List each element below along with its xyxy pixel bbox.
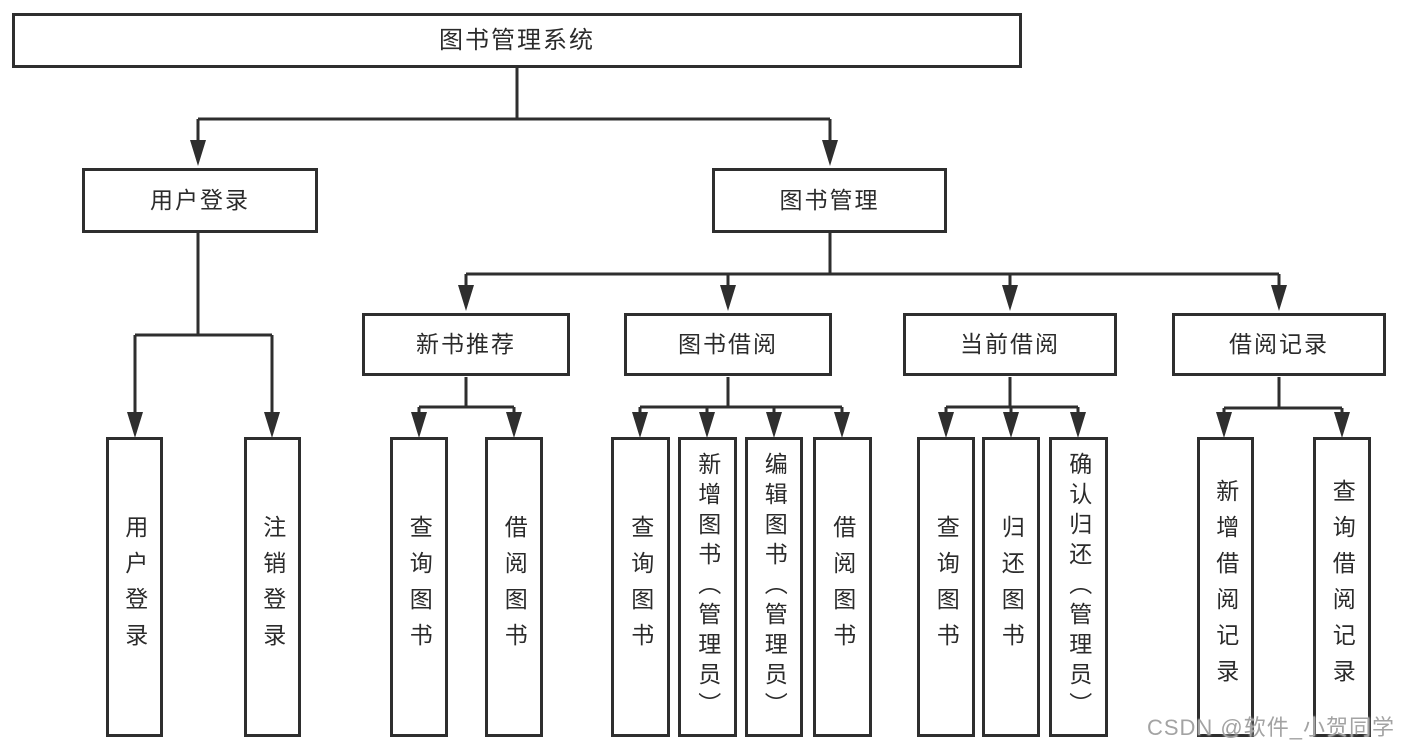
node-borrowing-records: 借阅记录	[1172, 313, 1386, 376]
leaf-user-login-label: 用户登录	[121, 515, 148, 659]
leaf-add-books-admin: 新增图书（管理员）	[678, 437, 737, 737]
leaf-return-books: 归还图书	[982, 437, 1040, 737]
leaf-query-books-current-label: 查询图书	[933, 515, 960, 659]
node-system-root: 图书管理系统	[12, 13, 1022, 68]
leaf-borrow-books-recommend-label: 借阅图书	[501, 515, 528, 659]
leaf-borrow-books: 借阅图书	[813, 437, 872, 737]
node-book-borrowing-label: 图书借阅	[678, 331, 778, 358]
node-current-borrowing: 当前借阅	[903, 313, 1117, 376]
leaf-edit-books-admin-label: 编辑图书（管理员）	[761, 452, 788, 722]
leaf-borrow-books-recommend: 借阅图书	[485, 437, 543, 737]
leaf-logout: 注销登录	[244, 437, 301, 737]
node-book-borrowing: 图书借阅	[624, 313, 832, 376]
node-current-borrowing-label: 当前借阅	[960, 331, 1060, 358]
node-book-management-branch-label: 图书管理	[779, 187, 880, 214]
node-user-login-branch-label: 用户登录	[150, 187, 250, 214]
leaf-add-borrow-record: 新增借阅记录	[1197, 437, 1254, 737]
leaf-user-login: 用户登录	[106, 437, 163, 737]
node-user-login-branch: 用户登录	[82, 168, 318, 233]
leaf-query-borrow-record-label: 查询借阅记录	[1329, 479, 1356, 695]
leaf-confirm-return-admin: 确认归还（管理员）	[1049, 437, 1108, 737]
leaf-confirm-return-admin-label: 确认归还（管理员）	[1065, 452, 1092, 722]
leaf-query-borrow-record: 查询借阅记录	[1313, 437, 1371, 737]
node-new-book-recommend: 新书推荐	[362, 313, 570, 376]
leaf-add-borrow-record-label: 新增借阅记录	[1212, 479, 1239, 695]
node-borrowing-records-label: 借阅记录	[1229, 331, 1329, 358]
node-new-book-recommend-label: 新书推荐	[416, 331, 516, 358]
leaf-query-books-borrowing: 查询图书	[611, 437, 670, 737]
leaf-query-books-recommend: 查询图书	[390, 437, 448, 737]
leaf-query-books-recommend-label: 查询图书	[406, 515, 433, 659]
leaf-query-books-current: 查询图书	[917, 437, 975, 737]
watermark: CSDN @软件_小贺同学	[1146, 715, 1395, 740]
leaf-add-books-admin-label: 新增图书（管理员）	[694, 452, 721, 722]
leaf-edit-books-admin: 编辑图书（管理员）	[745, 437, 803, 737]
leaf-logout-label: 注销登录	[259, 515, 286, 659]
leaf-return-books-label: 归还图书	[998, 515, 1025, 659]
leaf-borrow-books-label: 借阅图书	[829, 515, 856, 659]
leaf-query-books-borrowing-label: 查询图书	[627, 515, 654, 659]
node-book-management-branch: 图书管理	[712, 168, 947, 233]
node-system-root-label: 图书管理系统	[439, 26, 595, 54]
